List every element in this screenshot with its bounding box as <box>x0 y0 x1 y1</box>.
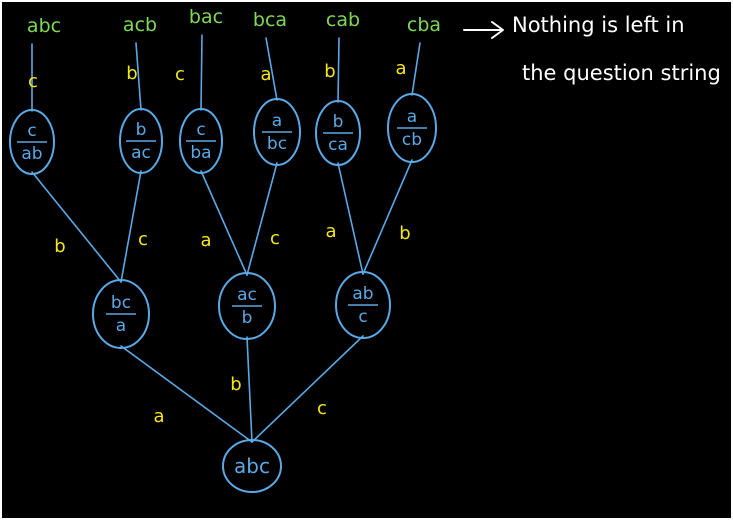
level1-node-3-bottom-text: c <box>358 307 367 327</box>
edge-leaf-to-result-6 <box>411 42 421 96</box>
edge-leaf-to-result-3 <box>200 34 203 111</box>
level2-node-6-top-text: a <box>407 107 417 127</box>
root-node <box>222 439 282 493</box>
level2-node-3-top-text: c <box>196 120 205 140</box>
permutation-result-6: cba <box>407 14 441 36</box>
edge-label-level2-5: a <box>325 221 336 242</box>
permutation-results: abc acb bac bca cab cba <box>27 6 441 37</box>
root-node-label: abc <box>234 454 270 478</box>
level2-node-4-top-text: a <box>272 111 282 131</box>
edge-label-level2-1: b <box>54 236 65 257</box>
annotation: Nothing is left in the question string <box>463 13 721 85</box>
edge-label-level3-5: b <box>324 61 335 82</box>
level2-node-3 <box>179 108 223 174</box>
edge-level1-to-leaf-5 <box>337 162 364 275</box>
edge-label-level1-1: a <box>153 406 164 427</box>
permutation-result-2: acb <box>123 14 157 36</box>
level2-node-1 <box>9 109 55 175</box>
edge-root-to-node-3 <box>251 335 364 443</box>
level2-node-2-top-text: b <box>136 120 147 140</box>
edge-leaf-to-result-5 <box>337 37 340 103</box>
edge-level1-to-leaf-2 <box>120 170 142 283</box>
edge-leaf-to-result-4 <box>265 37 278 101</box>
level2-node-2-bottom-text: ac <box>131 143 151 163</box>
edge-label-level2-6: b <box>399 223 410 244</box>
edge-level1-to-leaf-1 <box>31 171 122 283</box>
level2-node-6 <box>387 93 437 163</box>
level1-node-3 <box>335 271 391 339</box>
edge-label-level2-4: c <box>270 228 280 249</box>
level1-node-2-bottom-text: b <box>242 308 253 328</box>
edge-leaf-to-result-2 <box>135 42 142 111</box>
level2-node-5-top-text: b <box>333 112 344 132</box>
level2-node-6-bottom-text: cb <box>402 130 422 150</box>
edge-level1-to-leaf-4 <box>246 162 278 276</box>
edge-label-level1-3: c <box>317 398 327 419</box>
level1-node-2 <box>218 272 276 340</box>
level1-node-1 <box>92 279 150 349</box>
edge-label-level3-2: b <box>126 63 137 84</box>
level2-node-5-bottom-text: ca <box>328 135 348 155</box>
edge-label-level3-4: a <box>260 64 271 85</box>
level2-node-4-bottom-text: bc <box>267 134 287 154</box>
level1-node-2-top-text: ac <box>237 285 257 305</box>
annotation-line-2: the question string <box>522 61 721 85</box>
edge-label-level3-1: c <box>28 71 38 92</box>
level2-node-1-bottom-text: ab <box>21 144 42 164</box>
permutation-result-3: bac <box>189 6 223 28</box>
level2-node-2 <box>119 108 163 174</box>
permutation-result-4: bca <box>253 9 287 31</box>
edge-label-level2-3: a <box>200 230 211 251</box>
arrow-icon <box>491 21 504 39</box>
permutation-result-1: abc <box>27 15 61 37</box>
level2-node-1-top-text: c <box>27 121 36 141</box>
edge-level1-to-leaf-6 <box>362 159 413 275</box>
edge-label-level3-6: a <box>395 58 406 79</box>
level2-node-3-bottom-text: ba <box>190 143 211 163</box>
level1-node-1-top-text: bc <box>111 293 131 313</box>
level2-node-5 <box>315 100 361 166</box>
tree-edges <box>31 34 421 443</box>
edge-label-level1-2: b <box>230 374 241 395</box>
edge-level1-to-leaf-3 <box>200 170 248 276</box>
level2-node-4 <box>253 98 301 166</box>
level1-node-3-top-text: ab <box>352 284 373 304</box>
edge-root-to-node-1 <box>120 345 253 443</box>
edge-label-level3-3: c <box>175 64 185 85</box>
edge-root-to-node-2 <box>246 336 253 443</box>
annotation-line-1: Nothing is left in <box>512 13 685 37</box>
level1-node-1-bottom-text: a <box>116 316 126 336</box>
edge-label-level2-2: c <box>138 229 148 250</box>
permutation-result-5: cab <box>326 9 360 31</box>
